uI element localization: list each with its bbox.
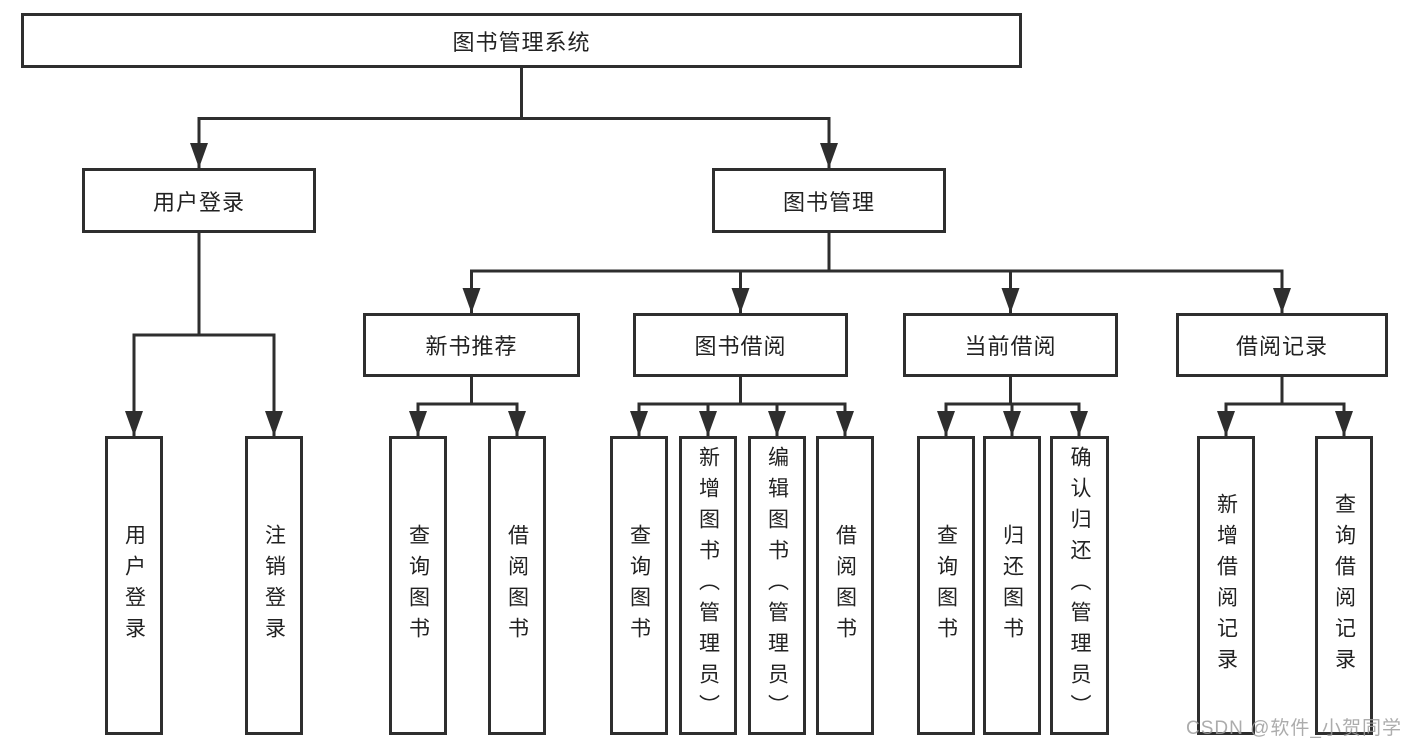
leaf-borrow-add-books-admin-label: 新增图书（管理员） [696, 446, 720, 725]
leaf-add-borrow-record-label: 新增借阅记录 [1214, 492, 1238, 679]
leaf-borrow-add-books-admin: 新增图书（管理员） [679, 436, 737, 735]
node-current-borrowing: 当前借阅 [903, 313, 1118, 377]
leaf-newbook-borrow-books-label: 借阅图书 [505, 523, 529, 648]
leaf-current-return-books: 归还图书 [983, 436, 1041, 735]
leaf-newbook-query-books: 查询图书 [389, 436, 447, 735]
leaf-current-return-books-label: 归还图书 [1000, 523, 1024, 648]
leaf-add-borrow-record: 新增借阅记录 [1197, 436, 1255, 735]
leaf-logout: 注销登录 [245, 436, 303, 735]
leaf-borrow-edit-books-admin: 编辑图书（管理员） [748, 436, 806, 735]
leaf-borrow-query-books: 查询图书 [610, 436, 668, 735]
leaf-user-login-label: 用户登录 [122, 523, 146, 648]
node-book-borrowing: 图书借阅 [633, 313, 848, 377]
leaf-query-borrow-record-label: 查询借阅记录 [1332, 492, 1356, 679]
leaf-current-confirm-return-admin: 确认归还（管理员） [1050, 436, 1109, 735]
node-user-login: 用户登录 [82, 168, 316, 233]
leaf-borrow-query-books-label: 查询图书 [627, 523, 651, 648]
node-borrowing-records: 借阅记录 [1176, 313, 1388, 377]
leaf-newbook-borrow-books: 借阅图书 [488, 436, 546, 735]
leaf-borrow-borrow-books: 借阅图书 [816, 436, 874, 735]
leaf-newbook-query-books-label: 查询图书 [406, 523, 430, 648]
leaf-borrow-borrow-books-label: 借阅图书 [833, 523, 857, 648]
leaf-query-borrow-record: 查询借阅记录 [1315, 436, 1373, 735]
node-new-book-recommendation: 新书推荐 [363, 313, 580, 377]
leaf-user-login: 用户登录 [105, 436, 163, 735]
leaf-current-confirm-return-admin-label: 确认归还（管理员） [1068, 446, 1091, 725]
leaf-borrow-edit-books-admin-label: 编辑图书（管理员） [765, 446, 789, 725]
leaf-current-query-books-label: 查询图书 [934, 523, 958, 648]
leaf-logout-label: 注销登录 [262, 523, 286, 648]
leaf-current-query-books: 查询图书 [917, 436, 975, 735]
node-book-management: 图书管理 [712, 168, 946, 233]
node-root-library-management-system: 图书管理系统 [21, 13, 1022, 68]
csdn-watermark: CSDN @软件_小贺同学 [1186, 718, 1402, 739]
